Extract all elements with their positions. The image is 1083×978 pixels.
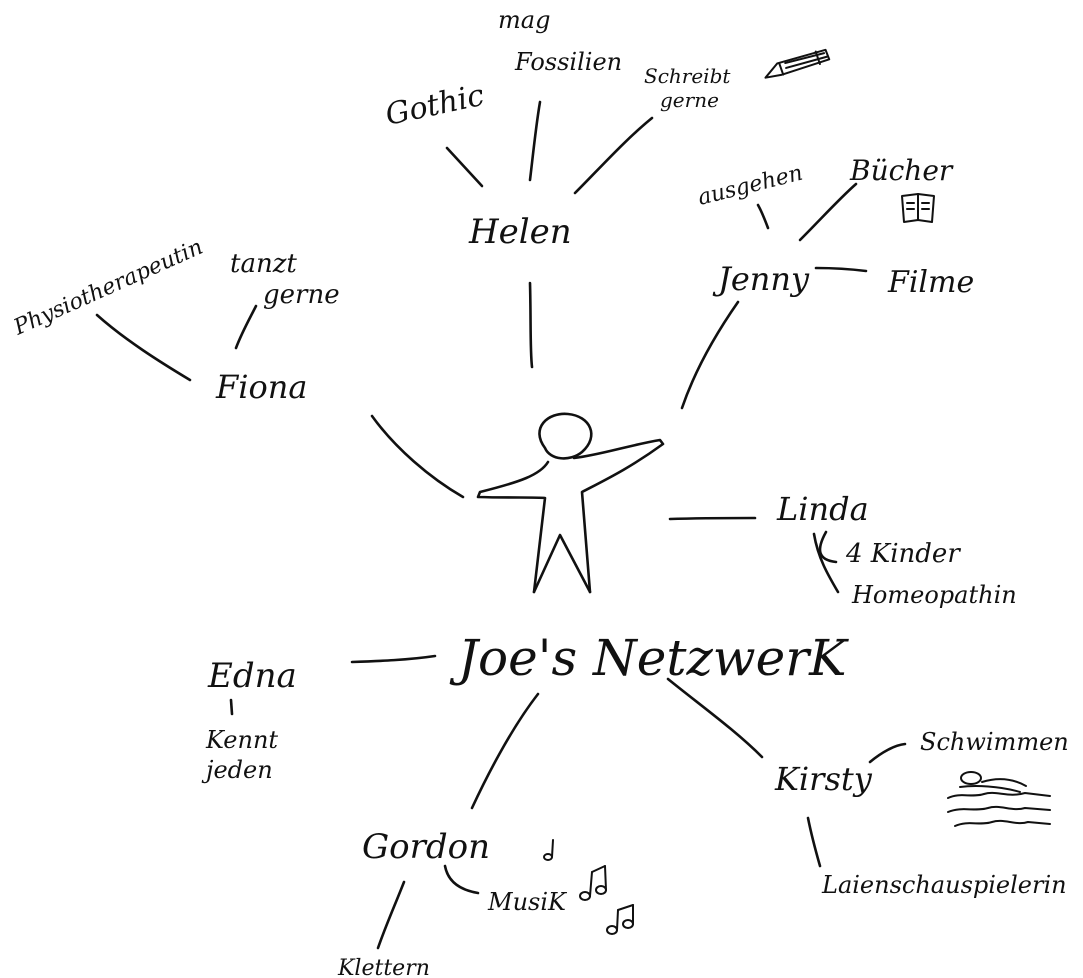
trait-homeo: Homeopathin [851, 581, 1017, 609]
connector-fiona [370, 414, 465, 499]
connector-edna [350, 654, 437, 664]
node-gordon: Gordon MusiK Klettern [337, 827, 634, 978]
central-title: Joe's NetzwerK [449, 629, 849, 687]
trait-fossil-line2: Fossilien [514, 48, 622, 76]
node-edna: Edna Kennt jeden [201, 656, 297, 784]
person-name-linda: Linda [776, 490, 869, 528]
trait-write-line2: gerne [660, 88, 719, 112]
book-icon [901, 193, 935, 223]
trait-dance-line1: tanzt [230, 249, 297, 279]
trait-kids: 4 Kinder [845, 539, 961, 569]
connector-linda [668, 516, 757, 521]
trait-music: MusiK [487, 888, 568, 916]
node-jenny: Jenny ausgehen Bücher Filme [695, 154, 974, 300]
trait-acting: Laienschauspielerin [821, 871, 1067, 899]
person-name-gordon: Gordon [362, 827, 490, 867]
trait-films: Filme [887, 265, 974, 300]
swimmer-icon [947, 771, 1051, 827]
music-notes-icon [543, 839, 634, 935]
trait-swim: Schwimmen [920, 728, 1069, 756]
trait-knows-line2: jeden [201, 756, 273, 784]
trait-books: Bücher [849, 154, 954, 187]
trait-gothic: Gothic [382, 78, 487, 133]
person-name-fiona: Fiona [215, 368, 307, 406]
trait-ausgehen: ausgehen [695, 161, 805, 211]
person-name-kirsty: Kirsty [774, 760, 873, 798]
person-name-jenny: Jenny [712, 260, 810, 298]
trait-climb: Klettern [337, 956, 430, 978]
trait-knows-line1: Kennt [205, 726, 278, 754]
connector-helen [528, 281, 534, 369]
person-name-helen: Helen [468, 212, 572, 252]
connector-lines [350, 281, 764, 810]
node-fiona: Fiona Physiotherapeutin tanzt gerne [9, 235, 339, 406]
pencil-icon [764, 48, 831, 79]
stick-person-icon [476, 412, 665, 594]
connector-kirsty [666, 677, 764, 759]
connector-jenny [680, 300, 740, 410]
connector-gordon [470, 692, 540, 810]
trait-dance-line2: gerne [263, 280, 340, 310]
node-kirsty: Kirsty Schwimmen Laienschauspielerin [774, 728, 1069, 899]
person-name-edna: Edna [207, 656, 297, 696]
trait-write-line1: Schreibt [644, 64, 731, 88]
node-helen: Helen Gothic mag Fossilien Schreibt gern… [382, 6, 831, 252]
node-linda: Linda 4 Kinder Homeopathin [776, 490, 1017, 609]
trait-fossil-line1: mag [498, 6, 550, 34]
